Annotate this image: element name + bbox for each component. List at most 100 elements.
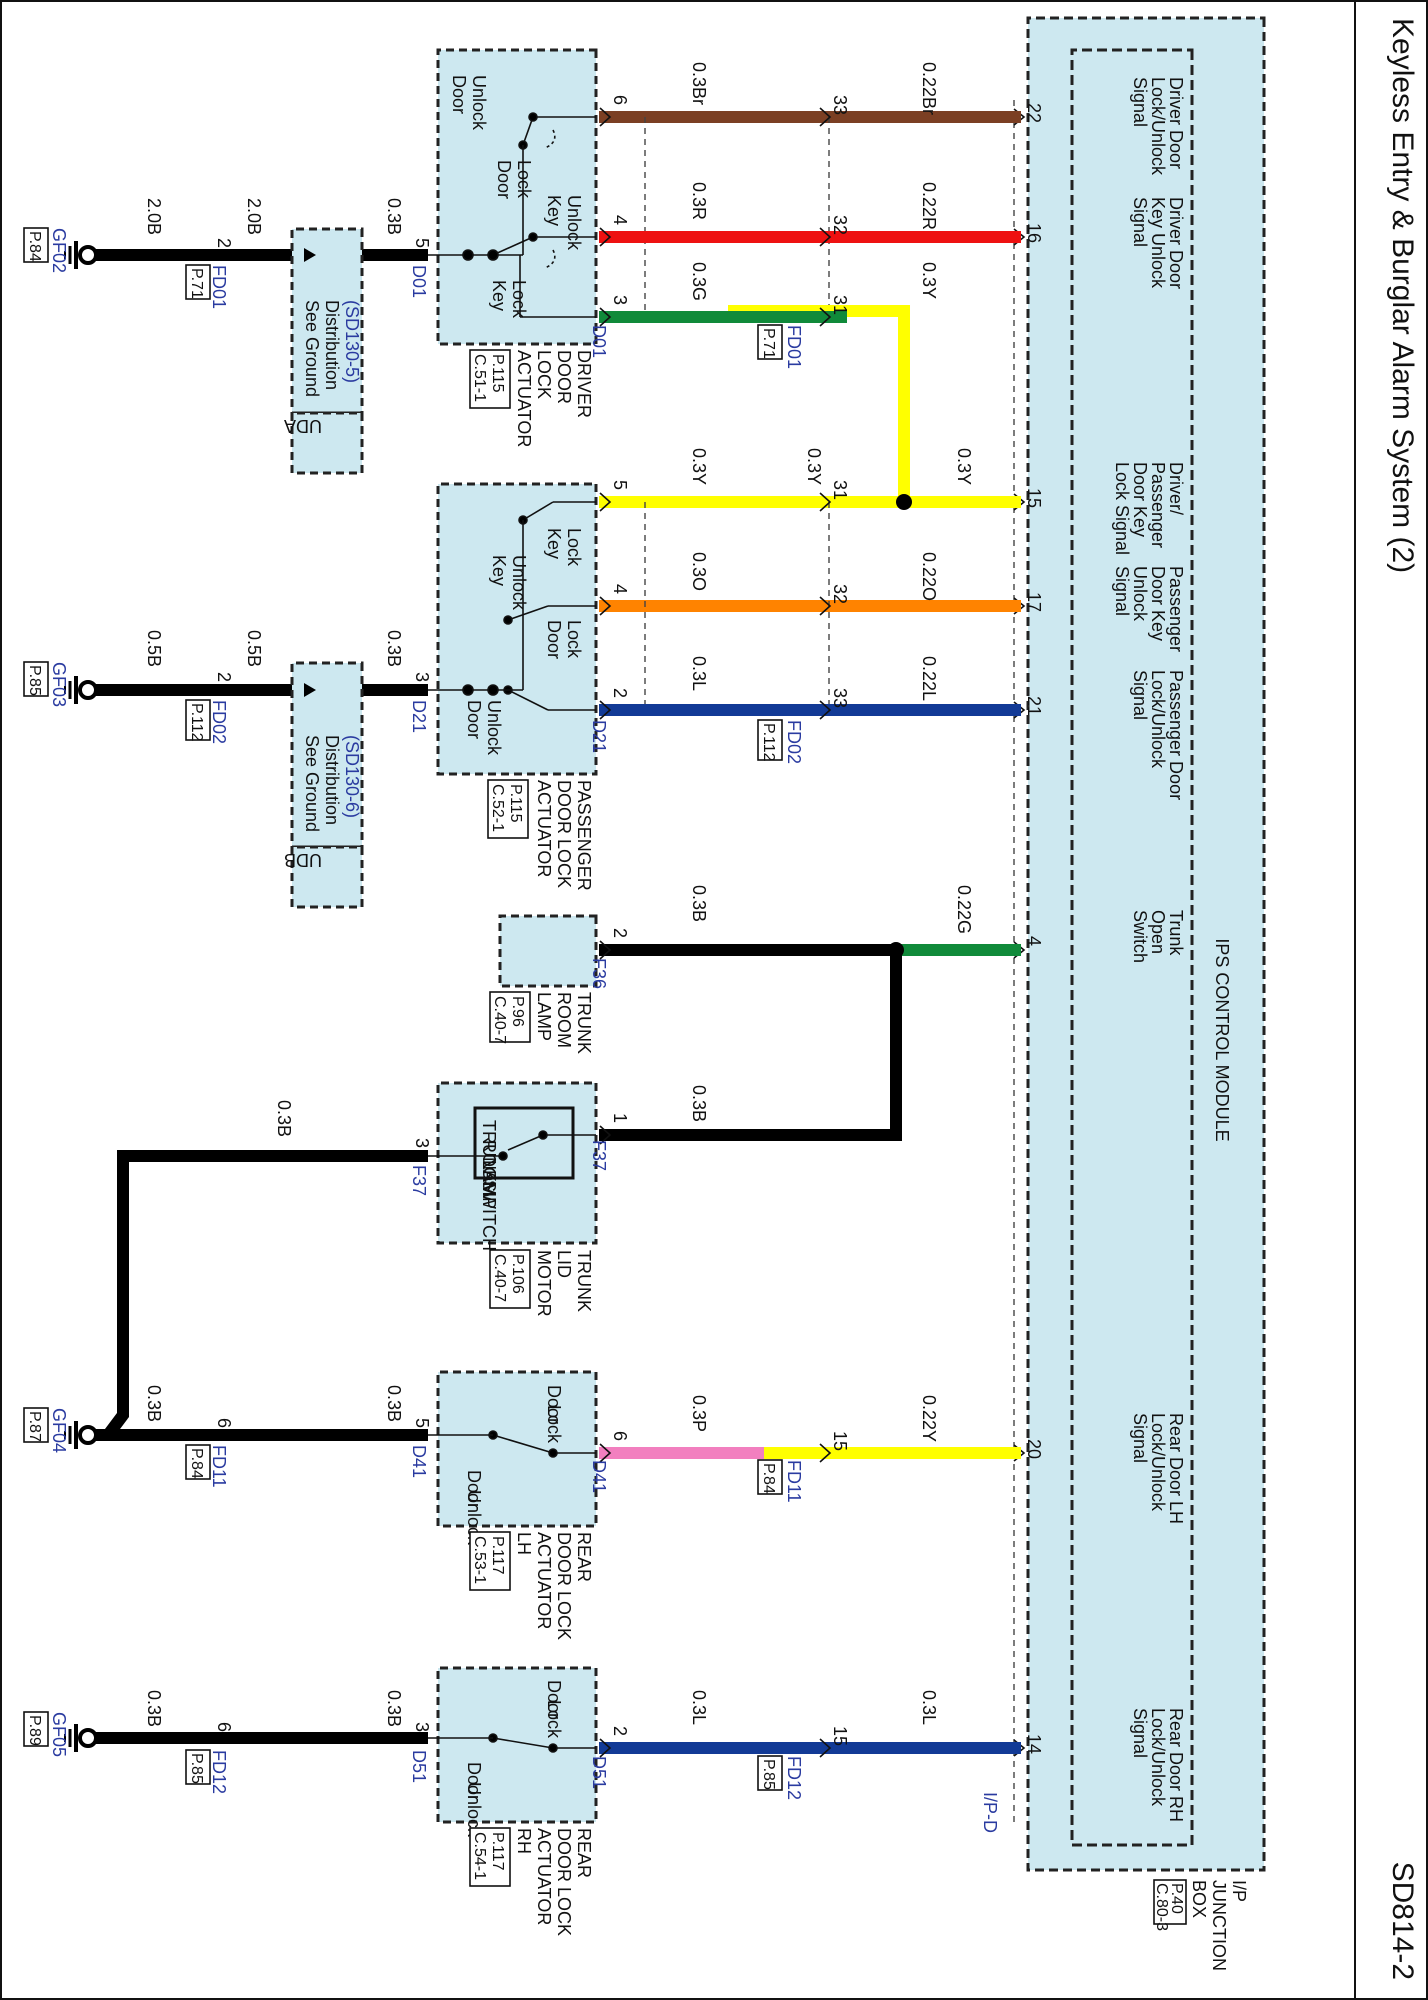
svg-text:ACTUATOR: ACTUATOR (534, 1532, 554, 1629)
svg-text:4: 4 (610, 215, 630, 225)
svg-text:5: 5 (412, 238, 432, 248)
svg-text:Lock: Lock (544, 1405, 564, 1444)
svg-text:0.22Br: 0.22Br (919, 62, 939, 115)
svg-text:0.3B: 0.3B (384, 1385, 404, 1422)
svg-text:0.3Y: 0.3Y (919, 262, 939, 299)
module-pin: 17 (1024, 592, 1044, 612)
svg-text:Trunk: Trunk (1166, 910, 1186, 956)
svg-text:2.0B: 2.0B (244, 198, 264, 235)
svg-text:5: 5 (610, 480, 630, 490)
svg-text:P.117: P.117 (489, 1536, 506, 1575)
svg-text:Lock/Unlock: Lock/Unlock (1148, 1708, 1168, 1807)
svg-text:0.3B: 0.3B (144, 1385, 164, 1422)
wire-ground-driver (88, 247, 428, 263)
ground-distribution-uda: UDA See Ground Distribution (SD130-5) (284, 227, 364, 475)
svg-text:Door: Door (544, 1385, 564, 1424)
svg-text:0.3R: 0.3R (689, 182, 709, 220)
wire-labels: 0.3Br 0.22Br 0.3R 0.22R 0.3G 0.3Y 0.3Y 0… (689, 62, 974, 1725)
svg-text:PASSENGER: PASSENGER (574, 780, 594, 891)
svg-text:P.85: P.85 (760, 1759, 777, 1790)
svg-text:F36: F36 (589, 958, 609, 989)
pin-p15e: 15 (819, 1431, 850, 1463)
svg-text:0.22O: 0.22O (919, 552, 939, 601)
svg-text:C.80-3: C.80-3 (1153, 1883, 1170, 1931)
svg-text:C.40-7: C.40-7 (491, 996, 508, 1044)
svg-text:Rear Door RH: Rear Door RH (1166, 1708, 1186, 1822)
svg-text:P.106: P.106 (509, 1254, 526, 1294)
connector-ipd: I/P-D (980, 1792, 1000, 1833)
module-pin: 20 (1024, 1439, 1044, 1459)
svg-text:6: 6 (610, 95, 630, 105)
pin-p31b: 31 (819, 480, 850, 512)
connector-labels: FD01 P.71 D01 FD02 P.112 D21 F36 F37 FD1… (589, 324, 804, 1800)
driver-door-lock-actuator: Door Unlock Door Lock Key Unlock Key Loc… (428, 48, 598, 447)
svg-text:6: 6 (214, 1418, 234, 1428)
pin-p4b: 4 (599, 584, 630, 616)
svg-text:P.115: P.115 (507, 784, 524, 823)
svg-text:0.22G: 0.22G (954, 885, 974, 934)
svg-text:0.5B: 0.5B (244, 630, 264, 667)
svg-text:32: 32 (830, 584, 850, 604)
svg-text:0.3O: 0.3O (689, 552, 709, 591)
svg-text:F37: F37 (589, 1140, 609, 1171)
svg-text:LAMP: LAMP (479, 1160, 499, 1209)
wire-ground-rear-lh (88, 1150, 428, 1441)
svg-text:GF02: GF02 (49, 228, 69, 273)
page-code: SD814-2 (1386, 1862, 1419, 1980)
svg-text:C.52-1: C.52-1 (489, 784, 506, 832)
svg-text:See Ground: See Ground (302, 735, 322, 832)
svg-text:Passenger: Passenger (1166, 566, 1186, 652)
svg-text:TRUNK: TRUNK (574, 1250, 594, 1312)
svg-text:Signal: Signal (1130, 1708, 1150, 1758)
svg-text:Lock/Unlock: Lock/Unlock (1148, 77, 1168, 176)
pin-p2c: 2 (599, 928, 630, 960)
page-title: Keyless Entry & Burglar Alarm System (2) (1386, 18, 1419, 573)
svg-text:0.22R: 0.22R (919, 182, 939, 230)
svg-text:32: 32 (830, 215, 850, 235)
svg-text:LID: LID (554, 1250, 574, 1278)
svg-text:P.87: P.87 (26, 1411, 43, 1442)
svg-text:FD12: FD12 (209, 1750, 229, 1794)
svg-text:P.85: P.85 (188, 1753, 205, 1784)
pin-p6a: 6 (599, 95, 630, 127)
svg-text:Door: Door (544, 620, 564, 659)
ground-symbol-GF02 (64, 241, 98, 269)
svg-text:0.3Y: 0.3Y (954, 448, 974, 485)
svg-text:(SD130-6): (SD130-6) (342, 735, 362, 818)
ips-control-module (1070, 48, 1194, 1847)
svg-text:See Ground: See Ground (302, 300, 322, 397)
ground-labels: 0.3B 2.0B 2.0B 5 2 D01 FD01 P.71 0.3B 0.… (23, 198, 432, 1794)
svg-text:0.3Y: 0.3Y (689, 448, 709, 485)
svg-text:FD01: FD01 (784, 325, 804, 369)
svg-text:Unlock: Unlock (564, 195, 584, 251)
svg-text:ACTUATOR: ACTUATOR (534, 780, 554, 877)
module-pin: 21 (1024, 696, 1044, 716)
svg-text:0.3B: 0.3B (689, 885, 709, 922)
svg-text:D01: D01 (589, 325, 609, 358)
pin-p33a: 33 (819, 95, 850, 127)
pin-p2b: 2 (599, 688, 630, 720)
svg-text:P.96: P.96 (509, 996, 526, 1027)
svg-text:2: 2 (214, 238, 234, 248)
svg-text:Distribution: Distribution (322, 735, 342, 825)
svg-text:P.71: P.71 (188, 268, 205, 299)
svg-text:Lock/Unlock: Lock/Unlock (1148, 1413, 1168, 1512)
svg-text:P.117: P.117 (489, 1832, 506, 1871)
wire-ground-passenger (88, 682, 428, 698)
svg-text:C.53-1: C.53-1 (471, 1536, 488, 1584)
pin-p32a: 32 (819, 215, 850, 247)
pin-p4a: 4 (599, 215, 630, 247)
svg-text:0.22Y: 0.22Y (919, 1395, 939, 1442)
svg-text:0.22L: 0.22L (919, 656, 939, 701)
svg-text:Unlock: Unlock (1130, 566, 1150, 622)
svg-text:DOOR: DOOR (554, 350, 574, 404)
svg-text:Signal: Signal (1112, 566, 1132, 616)
svg-text:0.3P: 0.3P (689, 1395, 709, 1432)
svg-text:P.85: P.85 (26, 665, 43, 696)
svg-text:33: 33 (830, 688, 850, 708)
svg-text:Door: Door (494, 160, 514, 199)
